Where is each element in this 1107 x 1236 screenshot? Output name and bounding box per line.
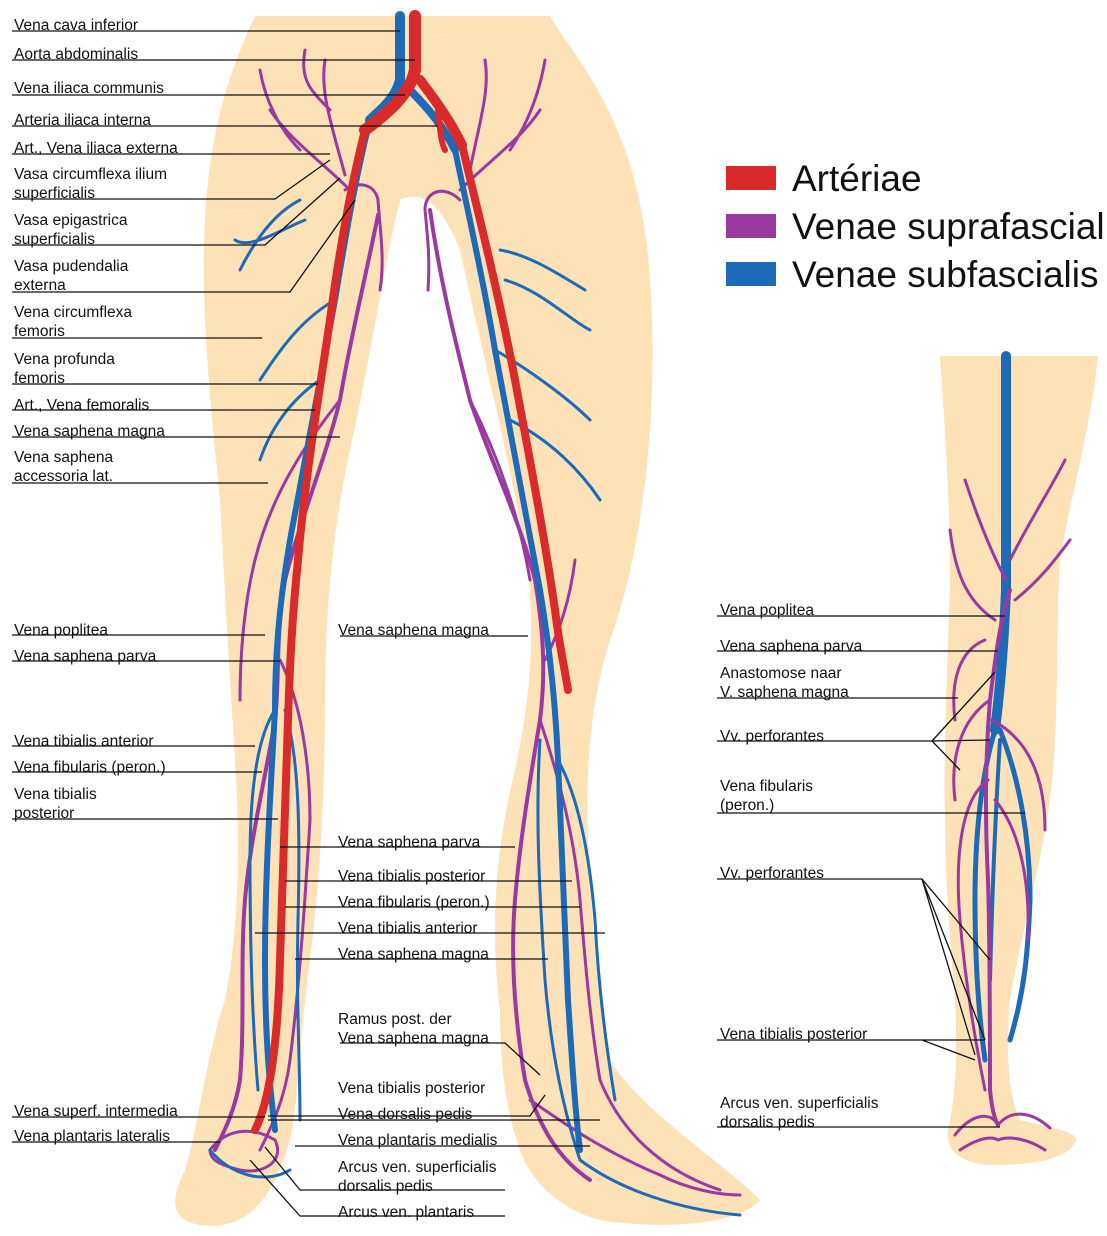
right-label-2-line-0: Anastomose naar	[720, 665, 842, 682]
legend-swatch-arteries	[726, 166, 776, 190]
left-label-16: Vena fibularis (peron.)	[14, 759, 166, 776]
center-label-10-line-0: Arcus ven. superficialis	[338, 1159, 497, 1176]
center-label-4: Vena tibialis anterior	[338, 920, 478, 937]
right-label-1: Vena saphena parva	[720, 638, 863, 655]
center-label-10-line-1: dorsalis pedis	[338, 1178, 433, 1195]
center-label-6-line-0: Ramus post. der	[338, 1011, 452, 1028]
left-label-12-line-0: Vena saphena	[14, 449, 114, 466]
legend-label-subfascial: Venae subfascialis	[792, 254, 1098, 295]
left-label-15: Vena tibialis anterior	[14, 733, 154, 750]
center-label-11: Arcus ven. plantaris	[338, 1204, 474, 1221]
right-leader-line-6	[717, 1040, 985, 1060]
left-label-7-line-0: Vasa pudendalia	[14, 258, 129, 275]
center-label-3: Vena fibularis (peron.)	[338, 894, 490, 911]
legend-label-arteries: Artériae	[792, 158, 922, 199]
center-label-5: Vena saphena magna	[338, 946, 489, 963]
legend: Artériae Venae suprafascialis Venae subf…	[726, 158, 1107, 295]
left-label-10: Art., Vena femoralis	[14, 397, 150, 414]
left-label-5-line-0: Vasa circumflexa ilium	[14, 166, 167, 183]
left-label-17-line-0: Vena tibialis	[14, 786, 97, 803]
center-label-7: Vena tibialis posterior	[338, 1080, 485, 1097]
center-label-2: Vena tibialis posterior	[338, 868, 485, 885]
left-label-14: Vena saphena parva	[14, 648, 157, 665]
back-leg-silhouette	[940, 356, 1098, 1165]
right-label-7-line-0: Arcus ven. superficialis	[720, 1095, 879, 1112]
left-label-8-line-0: Vena circumflexa	[14, 304, 132, 321]
left-label-6-line-0: Vasa epigastrica	[14, 212, 128, 229]
center-label-1: Vena saphena parva	[338, 834, 481, 851]
right-label-4-line-1: (peron.)	[720, 797, 774, 814]
right-label-7-line-1: dorsalis pedis	[720, 1114, 815, 1131]
right-label-4-line-0: Vena fibularis	[720, 778, 813, 795]
right-label-3: Vv. perforantes	[720, 728, 824, 745]
legend-label-suprafascial: Venae suprafascialis	[792, 206, 1107, 247]
center-label-6-line-1: Vena saphena magna	[338, 1030, 489, 1047]
legend-swatch-suprafascial	[726, 214, 776, 238]
left-label-9-line-0: Vena profunda	[14, 351, 115, 368]
left-label-13: Vena poplitea	[14, 622, 108, 639]
legend-swatch-subfascial	[726, 262, 776, 286]
